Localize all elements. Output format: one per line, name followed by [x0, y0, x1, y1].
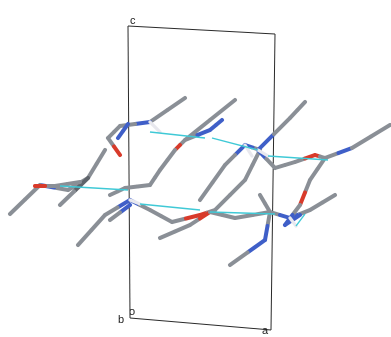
bond-stick [165, 96, 187, 112]
bond-stick [223, 153, 237, 167]
bond-stick [214, 118, 224, 127]
bond-stick [272, 116, 292, 136]
bond-stick [303, 178, 312, 195]
bond-stick [52, 185, 70, 192]
molecule-layer [8, 96, 391, 267]
hydrogen-bond [59, 185, 129, 191]
bond-stick [89, 213, 107, 232]
cell-edge-bottom [129, 317, 272, 331]
cell-edge-left [127, 25, 131, 319]
bond-stick [165, 148, 177, 162]
bond-stick [195, 128, 212, 137]
bond-stick [208, 98, 237, 122]
bond-stick [350, 134, 373, 150]
bond-stick [133, 120, 152, 126]
bond-stick [233, 213, 255, 220]
bond-stick [115, 198, 132, 210]
unit-cell [127, 25, 276, 331]
bond-stick [118, 203, 132, 215]
bond-stick [65, 180, 82, 186]
hydrogen-bond [209, 211, 276, 215]
bond-stick [135, 183, 152, 189]
bond-stick [159, 214, 174, 224]
bond-stick [103, 205, 120, 217]
bond-stick [108, 189, 120, 197]
hydrogen-atom [288, 216, 298, 228]
hydrogen-bond [267, 155, 329, 161]
bond-stick [228, 178, 247, 197]
bond-stick [94, 148, 107, 166]
hydrogen-atom [256, 148, 270, 158]
bond-stick [258, 193, 267, 206]
hydrogen-bond [211, 137, 259, 151]
bond-stick [263, 224, 270, 242]
hydrogen-bond [139, 203, 201, 211]
bond-stick [220, 213, 237, 220]
axis-label-a: a [262, 325, 269, 337]
cell-edge-top [127, 25, 276, 35]
bond-stick [198, 180, 215, 202]
bond-stick [121, 122, 130, 133]
axis-label-origin: o [129, 306, 135, 318]
bond-stick [112, 144, 122, 157]
hydrogen-atom [128, 198, 142, 206]
bond-stick [369, 123, 391, 139]
bond-stick [86, 162, 99, 180]
bond-stick [228, 250, 250, 267]
bond-stick [53, 182, 70, 188]
bond-stick [308, 200, 325, 212]
bond-stick [8, 197, 27, 216]
bond-stick [76, 228, 94, 247]
bond-stick [245, 238, 267, 255]
bond-stick [58, 189, 76, 207]
bond-stick [298, 190, 307, 207]
bond-stick [336, 146, 354, 155]
bond-stick [264, 157, 277, 170]
bond-stick [184, 213, 202, 221]
hydrogen-bond [149, 131, 206, 139]
bond-stick [148, 208, 163, 218]
bond-stick [213, 193, 232, 212]
axis-label-b: b [118, 314, 124, 326]
bond-stick [72, 176, 90, 194]
bond-stick [323, 151, 341, 160]
bond-stick [148, 108, 170, 124]
bond-stick [170, 216, 188, 224]
hydrogen-atom [148, 120, 162, 134]
bond-stick [308, 167, 320, 182]
bond-stick [320, 193, 337, 205]
hydrogen-bond [295, 213, 306, 227]
bond-stick [108, 210, 122, 222]
bond-stick [256, 132, 276, 152]
bond-stick [290, 213, 302, 222]
bond-stick [123, 184, 140, 190]
hydrogen-bond-layer [59, 131, 329, 227]
bond-stick [295, 100, 307, 112]
bond-stick [158, 229, 177, 240]
bond-stick [158, 158, 170, 172]
bond-stick [210, 163, 227, 185]
bond-stick [243, 163, 255, 182]
bond-stick [183, 133, 200, 142]
bond-stick [290, 203, 302, 217]
cell-edge-right [270, 33, 276, 331]
bond-stick [173, 223, 192, 234]
axis-label-c: c [130, 15, 136, 27]
